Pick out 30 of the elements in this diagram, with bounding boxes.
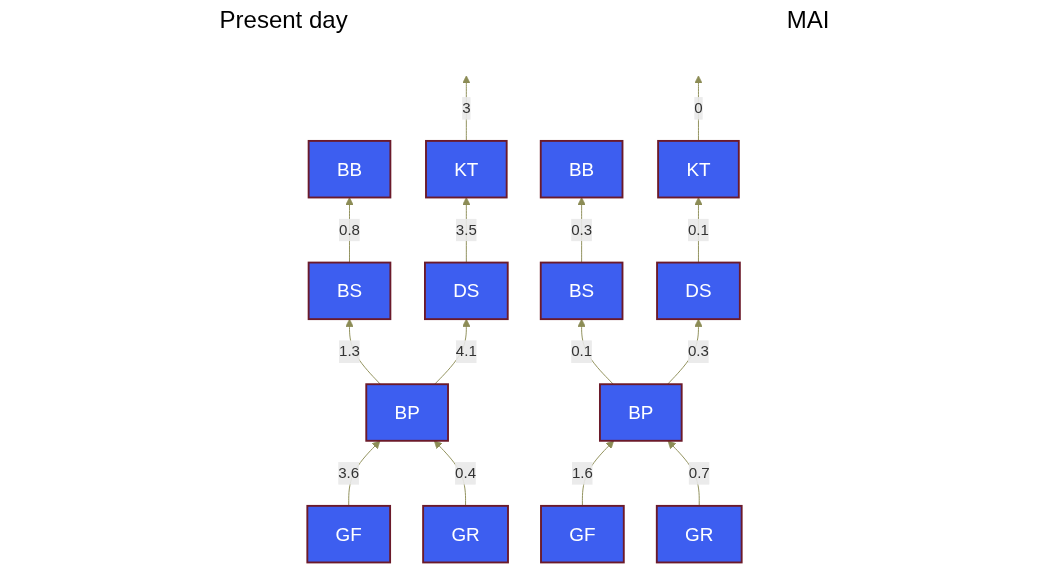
node-box: KT (657, 139, 740, 199)
node-box: BS (539, 261, 624, 321)
edge-label: 3 (462, 99, 471, 116)
node-box: KT (425, 139, 508, 199)
edge-label: 3.5 (455, 221, 477, 238)
edge-label: 0.8 (339, 221, 360, 238)
panel-heading: MAI (786, 6, 830, 34)
edge-label: 1.3 (339, 343, 360, 360)
node-box: GF (306, 504, 392, 564)
panel-heading: Present day (219, 6, 348, 34)
node-box: BP (599, 383, 683, 442)
edge-label: 0.1 (571, 343, 593, 360)
node-box: DS (656, 261, 741, 321)
edge-label: 3.6 (338, 464, 360, 481)
node-box: BB (307, 139, 392, 199)
edge-label: 0.3 (687, 343, 709, 360)
edge-label: 0.3 (571, 221, 593, 238)
edge-label: 0.4 (455, 464, 477, 481)
edge-label: 4.1 (455, 343, 477, 360)
edge-label: 0 (694, 99, 703, 116)
edge-label: 0.1 (687, 221, 709, 238)
node-box: GR (655, 504, 743, 564)
node-box: BS (307, 261, 392, 321)
edge-label: 0.7 (688, 464, 710, 481)
node-box: GF (540, 504, 625, 564)
edge-label: 1.6 (571, 464, 593, 481)
node-box: GR (422, 504, 509, 564)
node-box: DS (424, 261, 509, 321)
node-box: BP (365, 383, 449, 442)
node-box: BB (539, 139, 624, 199)
